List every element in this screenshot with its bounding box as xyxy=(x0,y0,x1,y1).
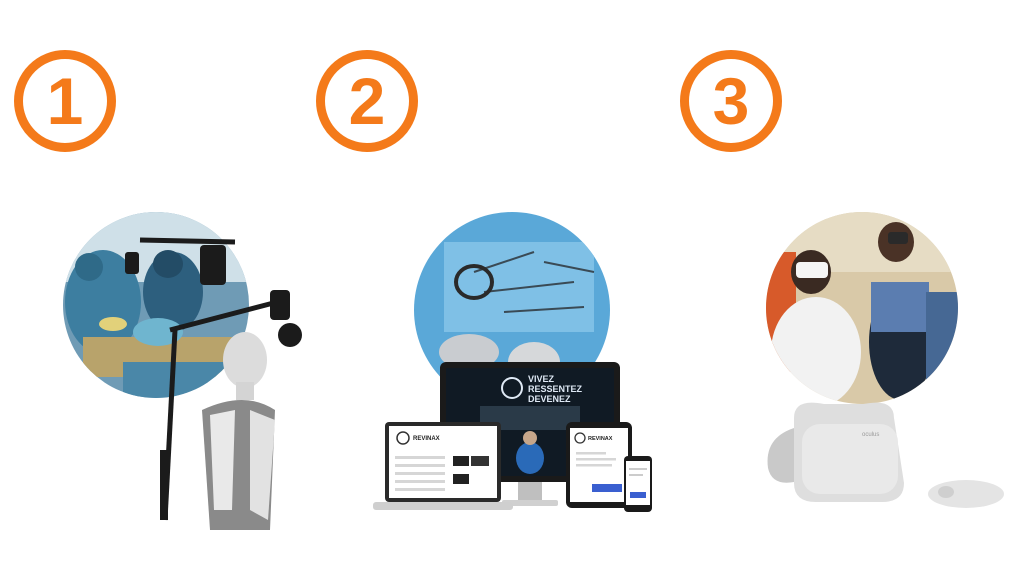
vr-headset-icon: oculus xyxy=(767,402,904,502)
step-3-number-badge: 3 xyxy=(680,50,782,152)
smartphone xyxy=(624,456,652,512)
mannequin-with-camera-rig xyxy=(125,237,302,530)
monitor-tagline-line1: VIVEZ xyxy=(528,374,555,384)
camera-icon xyxy=(200,245,226,285)
camera-icon xyxy=(125,252,139,274)
step-2-number-badge: 2 xyxy=(316,50,418,152)
monitor-tagline-line2: RESSENTEZ xyxy=(528,384,583,394)
laptop-brand: REVINAX xyxy=(413,436,440,442)
step-3-number: 3 xyxy=(712,64,750,138)
step-1-number: 1 xyxy=(46,64,84,138)
tablet: REVINAX xyxy=(566,422,632,508)
vr-controller-icon xyxy=(928,480,1004,508)
camera-lens-icon xyxy=(278,323,302,347)
monitor-tagline-line3: DEVENEZ xyxy=(528,394,571,404)
vr-users-photo xyxy=(766,212,958,404)
step-1-number-badge: 1 xyxy=(14,50,116,152)
svg-text:oculus: oculus xyxy=(862,432,879,438)
vr-users-photo-circle xyxy=(766,212,958,404)
laptop: REVINAX xyxy=(373,422,513,510)
step-2-number: 2 xyxy=(348,64,386,138)
camera-icon xyxy=(270,290,290,320)
tablet-brand: REVINAX xyxy=(588,436,613,442)
